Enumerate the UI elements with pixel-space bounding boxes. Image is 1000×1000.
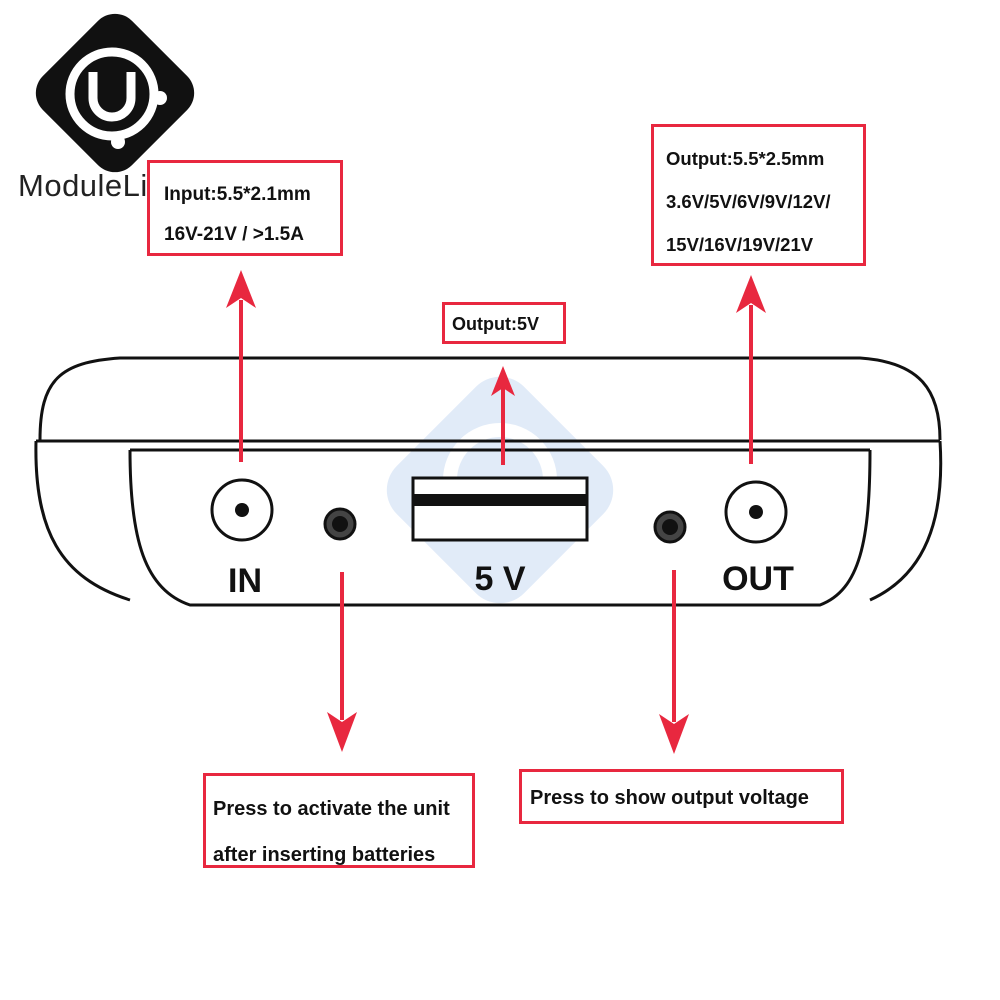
- usb-output-line: Output:5V: [452, 314, 539, 334]
- activate-callout-line: Press to activate the unit: [213, 798, 450, 820]
- activate-callout-line: after inserting batteries: [213, 844, 436, 866]
- voltage-button-callout: Press to show output voltage: [519, 769, 844, 824]
- usb-port: [411, 476, 589, 542]
- power-bank-device: [34, 356, 943, 607]
- arrow-up-icon: [736, 275, 766, 464]
- in-label: IN: [228, 562, 262, 600]
- usb-output-callout: Output:5V: [442, 302, 566, 344]
- arrow-down-icon: [659, 570, 689, 754]
- dc-output-line: Output:5.5*2.5mm: [666, 148, 825, 169]
- input-spec-line: Input:5.5*2.1mm: [164, 184, 311, 205]
- arrow-down-icon: [327, 572, 357, 752]
- voltage-callout-line: Press to show output voltage: [530, 787, 809, 809]
- dc-output-callout: Output:5.5*2.5mm 3.6V/5V/6V/9V/12V/ 15V/…: [651, 124, 866, 266]
- dc-output-line: 15V/16V/19V/21V: [666, 234, 814, 255]
- activate-button-callout: Press to activate the unit after inserti…: [203, 773, 475, 868]
- voltage-button: [653, 510, 687, 544]
- out-label: OUT: [722, 560, 794, 598]
- usb-label: 5 V: [474, 560, 525, 598]
- arrow-up-icon: [226, 270, 256, 462]
- module-live-logo-icon: [35, 13, 195, 173]
- activate-button: [323, 507, 357, 541]
- input-spec-callout: Input:5.5*2.1mm 16V-21V / >1.5A: [147, 160, 343, 256]
- dc-output-jack: [724, 480, 788, 544]
- dc-output-line: 3.6V/5V/6V/9V/12V/: [666, 191, 831, 212]
- arrow-up-icon: [491, 366, 515, 465]
- dc-input-jack: [210, 478, 274, 542]
- input-spec-line: 16V-21V / >1.5A: [164, 224, 304, 245]
